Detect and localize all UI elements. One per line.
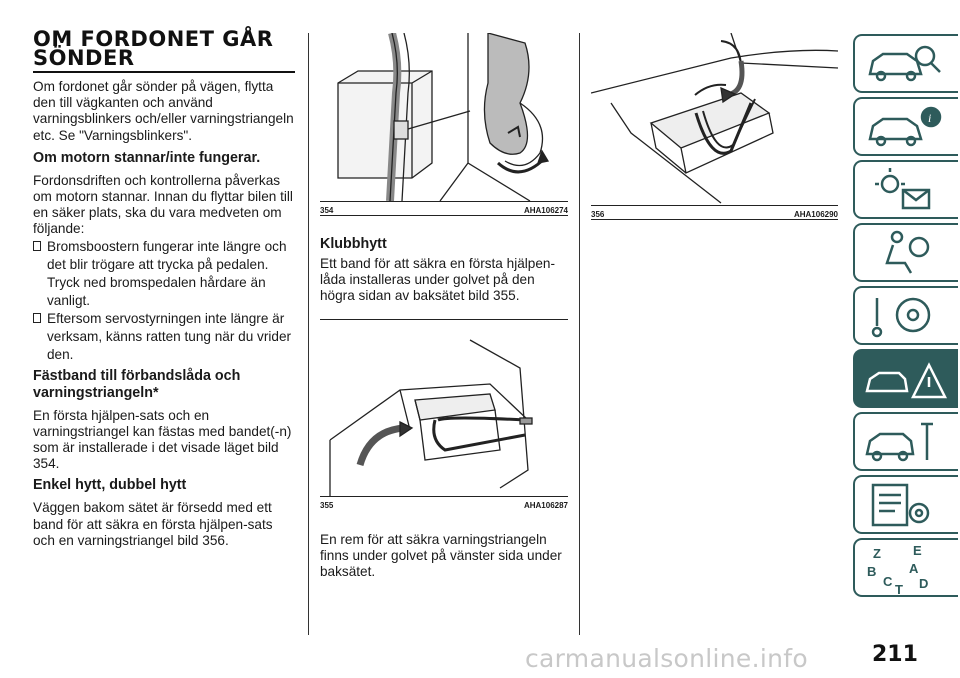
svg-text:i: i xyxy=(928,111,931,125)
strap-under-floor-illustration xyxy=(329,339,533,496)
paragraph-engine-stops: Fordonsdriften och kontrollerna påverkas… xyxy=(33,172,293,237)
airbag-seat-icon xyxy=(885,230,930,274)
strap-first-aid-illustration xyxy=(337,33,550,201)
figure-354: 354 AHA106274 xyxy=(320,33,568,216)
tab-breakdown[interactable] xyxy=(853,349,958,408)
svg-text:T: T xyxy=(895,582,903,595)
warning-lights-icon xyxy=(875,168,931,210)
paragraph-triangle-strap: En rem för att säkra varningstriangeln f… xyxy=(320,531,562,580)
heading-engine-stops: Om motorn stannar/inte fungerar. xyxy=(33,149,261,166)
left-column: OM FORDONET GÅR SÖNDER Om fordonet går s… xyxy=(33,27,295,549)
car-info-icon: i xyxy=(868,106,942,147)
tab-specs[interactable] xyxy=(853,475,958,534)
figure-code: AHA106274 xyxy=(523,206,568,215)
tab-warning-lights[interactable] xyxy=(853,160,958,219)
alphabet-index-icon: Z E B A C D T xyxy=(867,543,928,595)
figure-caption: 356 AHA106290 xyxy=(591,205,838,219)
section-title: OM FORDONET GÅR SÖNDER xyxy=(33,27,274,70)
figure-number: 354 xyxy=(320,206,334,215)
figure-356: 356 AHA106290 xyxy=(591,33,838,220)
heading-club-cab: Klubbhytt xyxy=(320,236,387,252)
column-divider xyxy=(579,33,580,635)
svg-text:E: E xyxy=(913,543,922,558)
figure-code: AHA106290 xyxy=(793,210,838,219)
tab-car-search[interactable] xyxy=(853,34,958,93)
breakdown-triangle-icon xyxy=(865,362,948,399)
bullet-brake-booster: Bromsboostern fungerar inte längre och d… xyxy=(33,238,295,310)
paragraph-single-cab: Väggen bakom sätet är försedd med ett ba… xyxy=(33,500,273,548)
paragraph-strap: En första hjälpen-sats och en varningstr… xyxy=(33,407,292,472)
heading-single-cab: Enkel hytt, dubbel hytt xyxy=(33,477,187,494)
car-wrench-icon xyxy=(865,422,933,462)
right-column: 356 AHA106290 xyxy=(591,33,838,220)
car-search-icon xyxy=(868,45,941,82)
paragraph-club-cab: Ett band för att säkra en första hjälpen… xyxy=(320,256,556,304)
figure-code: AHA106287 xyxy=(523,500,568,510)
strap-seat-wall-illustration xyxy=(591,33,838,204)
column-divider xyxy=(308,33,309,635)
specs-gear-icon xyxy=(871,483,930,527)
page-number: 211 xyxy=(872,642,918,667)
svg-text:A: A xyxy=(909,561,919,576)
figure-caption: 355 AHA106287 xyxy=(320,495,568,510)
bullet-text: Eftersom servostyrningen inte längre är … xyxy=(47,310,292,362)
middle-column: 354 AHA106274 Klubbhytt Ett band för att… xyxy=(320,33,568,580)
heading-strap: Fästband till förbandslåda och varningst… xyxy=(33,367,241,401)
svg-text:C: C xyxy=(883,574,893,589)
bullet-text: Bromsboostern fungerar inte längre och d… xyxy=(47,238,287,308)
figure-number: 355 xyxy=(320,500,334,510)
bullet-power-steering: Eftersom servostyrningen inte längre är … xyxy=(33,310,295,364)
intro-paragraph: Om fordonet går sönder på vägen, flytta … xyxy=(33,79,294,143)
watermark: carmanualsonline.info xyxy=(525,644,808,673)
bullet-square-icon xyxy=(33,240,41,251)
svg-text:Z: Z xyxy=(873,546,881,561)
steering-key-icon xyxy=(871,297,931,338)
bullet-square-icon xyxy=(33,312,41,323)
svg-text:D: D xyxy=(919,576,928,591)
figure-caption: 354 AHA106274 xyxy=(320,201,568,215)
tab-airbag-seat[interactable] xyxy=(853,223,958,282)
title-underline xyxy=(33,71,295,73)
tab-car-wrench[interactable] xyxy=(853,412,958,471)
tab-alphabet-index[interactable]: Z E B A C D T xyxy=(853,538,958,597)
tab-car-info[interactable]: i xyxy=(853,97,958,156)
tab-steering-key[interactable] xyxy=(853,286,958,345)
svg-text:B: B xyxy=(867,564,876,579)
figure-number: 356 xyxy=(591,210,605,219)
figure-355: 355 AHA106287 xyxy=(320,318,568,510)
